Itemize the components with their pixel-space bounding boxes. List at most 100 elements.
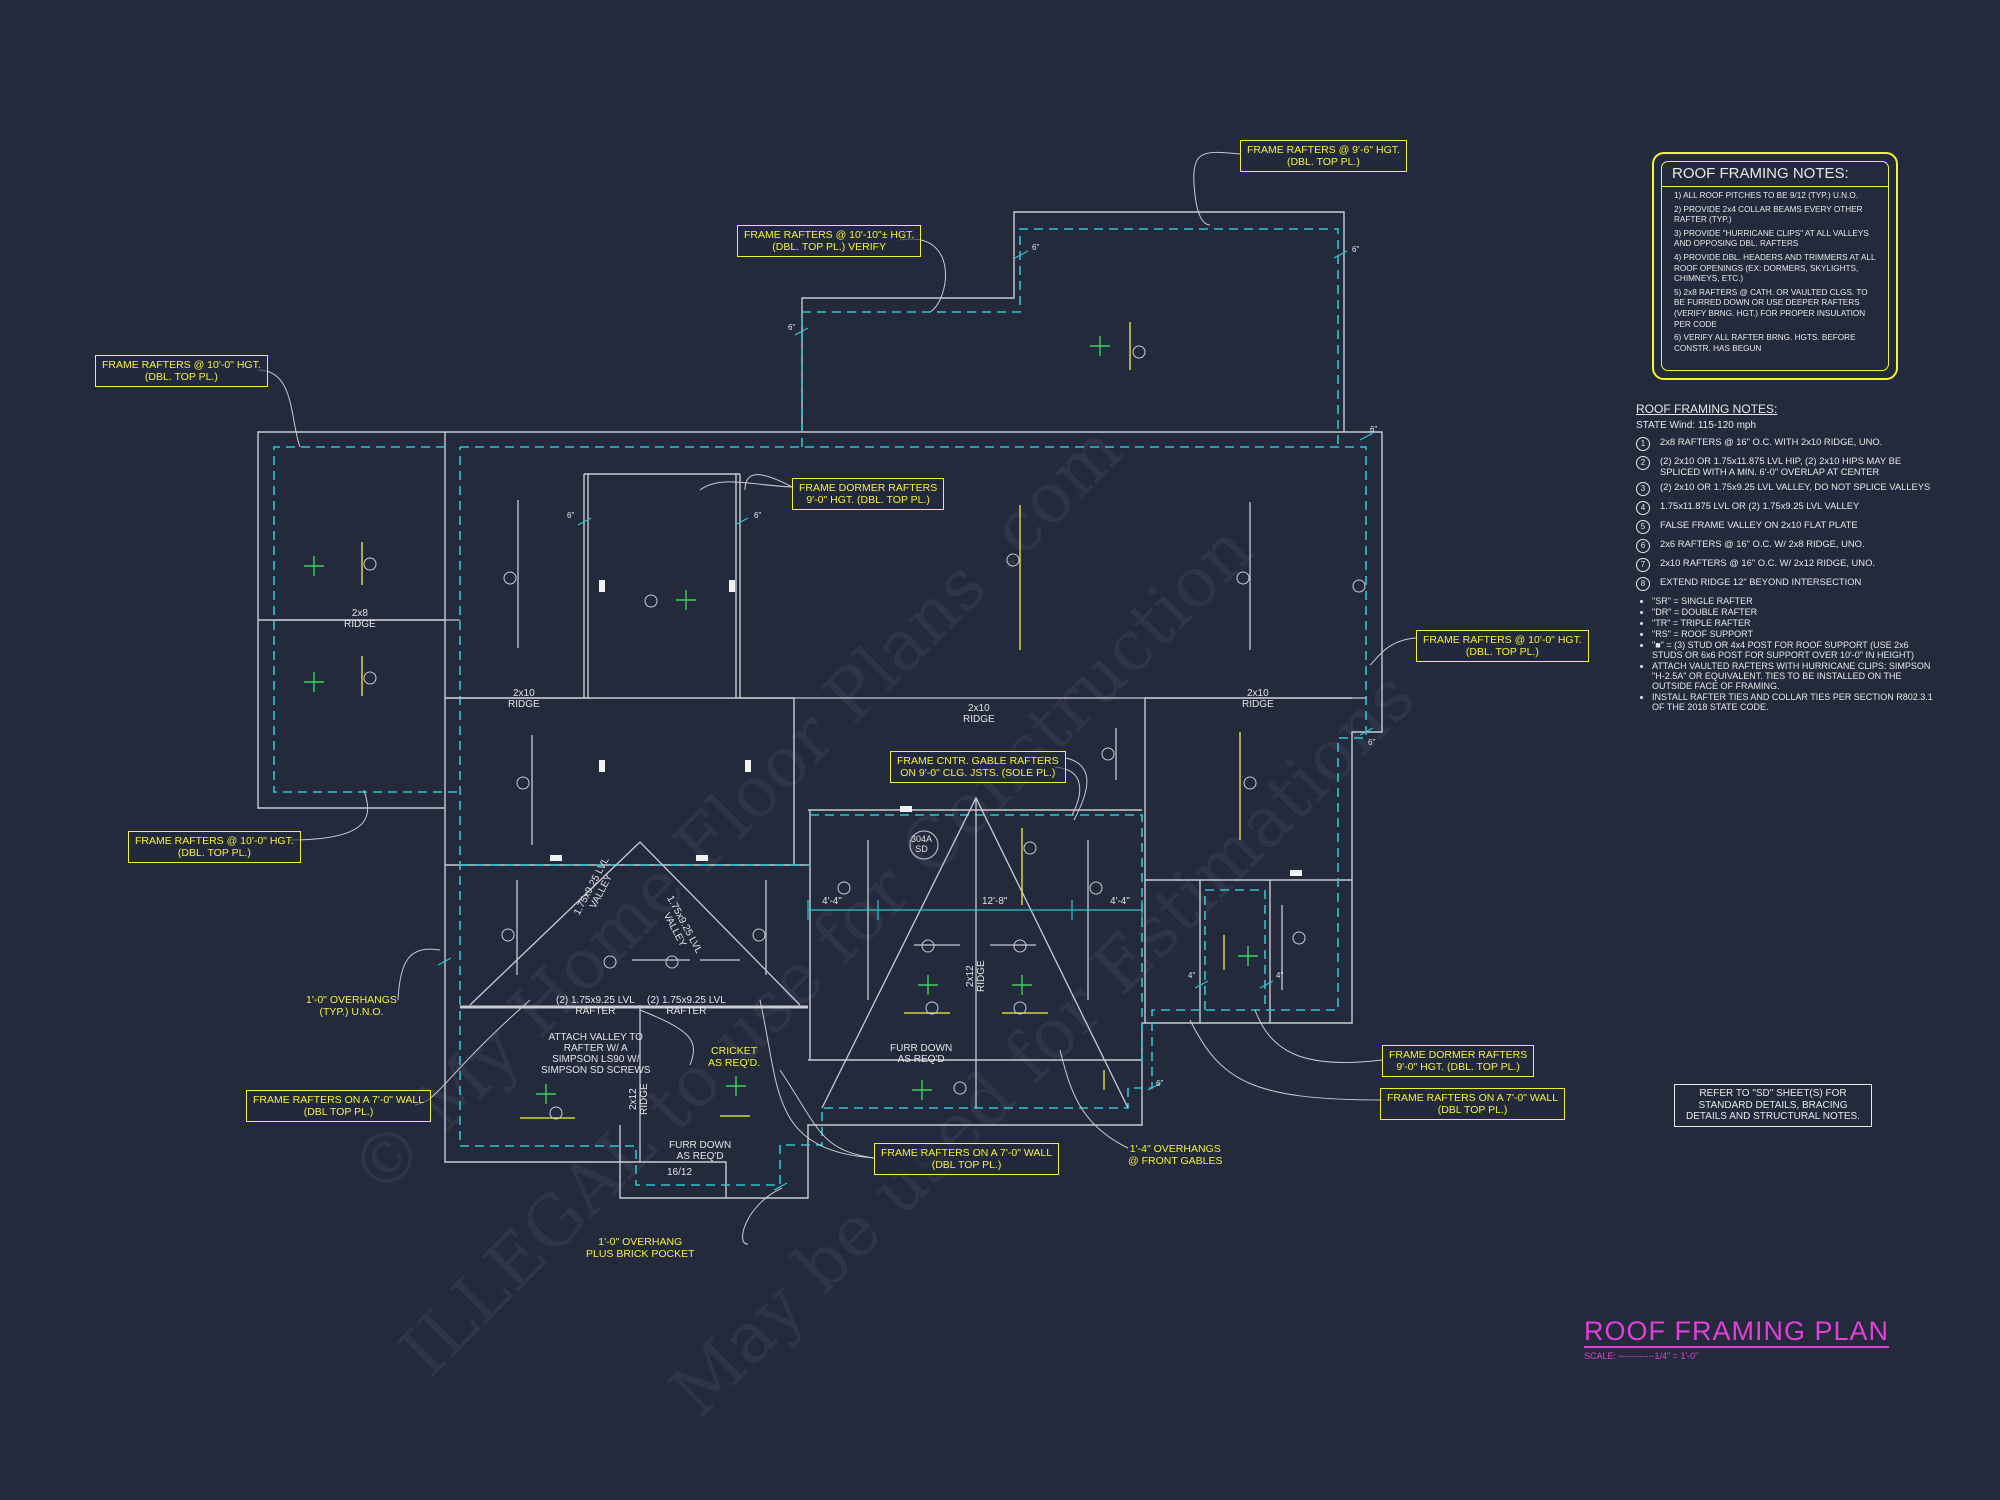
marker-17	[921, 939, 935, 953]
refer-line: REFER TO "SD" SHEET(S) FOR	[1699, 1088, 1847, 1099]
legend-number: 3	[1636, 482, 1650, 497]
tick-2	[1014, 250, 1029, 259]
tick-7	[734, 517, 749, 526]
post-4	[745, 760, 751, 772]
marker-20	[1013, 1001, 1027, 1015]
notes-box-item: 6) VERIFY ALL RAFTER BRNG. HGTS. BEFORE …	[1674, 333, 1856, 353]
callout-frame-7-wall-left: FRAME RAFTERS ON A 7'-0" WALL(DBL TOP PL…	[246, 1090, 432, 1122]
wall-bottom-bump	[619, 1125, 727, 1198]
marker-11	[501, 928, 515, 942]
post-5	[550, 855, 562, 861]
callout-frame-10-0-right: FRAME RAFTERS @ 10'-0" HGT.(DBL. TOP PL.…	[1416, 630, 1589, 662]
tick-9	[1147, 1082, 1162, 1091]
legend-text: (2) 2x10 OR 1.75x9.25 LVL VALLEY, DO NOT…	[1660, 481, 1931, 493]
callout-frame-10-10: FRAME RAFTERS @ 10'-10"± HGT.(DBL. TOP P…	[737, 225, 922, 257]
pitch-symbol-8	[1012, 975, 1032, 995]
marker-21	[1023, 841, 1037, 855]
notes-box-item: 3) PROVIDE "HURRICANE CLIPS" AT ALL VALL…	[1674, 228, 1869, 249]
legend-row: 3 (2) 2x10 OR 1.75x9.25 LVL VALLEY, DO NO…	[1636, 481, 1936, 497]
callout-frame-10-0-top-left: FRAME RAFTERS @ 10'-0" HGT.(DBL. TOP PL.…	[95, 355, 268, 387]
legend-number: 8	[1636, 577, 1650, 592]
marker-3	[1236, 571, 1250, 585]
pitch-symbol-1	[304, 556, 324, 576]
pitch-symbol-6	[726, 1076, 746, 1096]
legend-text: 2x6 RAFTERS @ 16" O.C. W/ 2x8 RIDGE, UNO…	[1660, 538, 1865, 550]
marker-1	[503, 571, 517, 585]
rafter-arrows	[361, 322, 1283, 1119]
wall-outlines	[257, 211, 1383, 1199]
legend-title: ROOF FRAMING NOTES:	[1636, 402, 1778, 416]
note-overhangs-front-gables: 1'-4" OVERHANGS@ FRONT GABLES	[1128, 1143, 1223, 1167]
dim-12-8-label: 12'-8"	[982, 896, 1008, 907]
marker-5	[1132, 345, 1146, 359]
legend-bullet: "SR" = SINGLE RAFTER	[1652, 596, 1936, 606]
callout-frame-10-0-left: FRAME RAFTERS @ 10'-0" HGT.(DBL. TOP PL.…	[128, 831, 301, 863]
six-inch-4: 6"	[1370, 425, 1377, 434]
dim-4-4-left-label: 4'-4"	[822, 896, 842, 907]
overhang-ticks	[437, 250, 1374, 1191]
leader-11	[1189, 1019, 1383, 1101]
roof-edge-gable	[810, 814, 1143, 1062]
legend-text: 1.75x11.875 LVL OR (2) 1.75x9.25 LVL VAL…	[1660, 500, 1860, 512]
notes-box-item: 1) ALL ROOF PITCHES TO BE 9/12 (TYP.) U.…	[1674, 191, 1858, 200]
title-block: ROOF FRAMING PLAN SCALE: ------------1/4…	[1584, 1316, 1904, 1361]
six-inch-3: 6"	[1352, 245, 1359, 254]
marker-10	[1101, 747, 1115, 761]
leader-7	[289, 789, 369, 841]
pitch-symbol-7	[918, 975, 938, 995]
post-2	[729, 580, 735, 592]
tick-1	[794, 327, 809, 336]
watermark: © My Home Floor Plans .com ILLEGAL to us…	[334, 408, 1431, 1432]
marker-25	[1352, 579, 1366, 593]
six-inch-1: 6"	[788, 323, 795, 332]
legend-bullet: "■" = (3) STUD OR 4x4 POST FOR ROOF SUPP…	[1652, 640, 1936, 660]
marker-23	[549, 1106, 563, 1120]
legend-bullet: INSTALL RAFTER TIES AND COLLAR TIES PER …	[1652, 692, 1936, 712]
legend-text: (2) 2x10 OR 1.75x11.875 LVL HIP, (2) 2x1…	[1660, 455, 1902, 477]
tick-10	[773, 1182, 788, 1191]
pitch-symbol-2	[304, 672, 324, 692]
roof-edge-right-box	[1204, 889, 1266, 1010]
notes-box-title: ROOF FRAMING NOTES:	[1662, 162, 1888, 187]
four-inch-2: 4"	[1276, 971, 1283, 980]
marker-6	[363, 557, 377, 571]
leader-10	[1254, 1009, 1383, 1064]
roof-edge-left	[273, 446, 460, 793]
tick-5	[1359, 727, 1374, 736]
legend-number: 5	[1636, 520, 1650, 535]
marker-12	[752, 928, 766, 942]
plan-title: ROOF FRAMING PLAN	[1584, 1316, 1890, 1348]
marker-7	[363, 671, 377, 685]
legend-row: 2(2) 2x10 OR 1.75x11.875 LVL HIP, (2) 2x…	[1636, 455, 1936, 477]
pitch-symbols	[304, 336, 1258, 1104]
valley-left	[469, 841, 801, 1006]
legend-number: 4	[1636, 501, 1650, 516]
notes-box-item: 4) PROVIDE DBL. HEADERS AND TRIMMERS AT …	[1674, 252, 1876, 284]
six-inch-8: 6"	[1368, 738, 1375, 747]
pitch-symbol-10	[912, 1080, 932, 1100]
marker-24	[953, 1081, 967, 1095]
legend-bullet: "TR" = TRIPLE RAFTER	[1652, 618, 1936, 628]
post-8	[1290, 870, 1302, 876]
notes-box-item: 2) PROVIDE 2x4 COLLAR BEAMS EVERY OTHER …	[1674, 204, 1863, 225]
note-overhangs-typ: 1'-0" OVERHANGS(TYP.) U.N.O.	[306, 994, 397, 1018]
marker-22	[1292, 931, 1306, 945]
callout-frame-7-wall-mid: FRAME RAFTERS ON A 7'-0" WALL(DBL TOP PL…	[874, 1143, 1060, 1175]
tick-3	[1333, 250, 1348, 259]
legend-number: 1	[1636, 437, 1650, 451]
leader-1	[1193, 151, 1241, 226]
leader-3	[257, 369, 301, 448]
legend-bullets: "SR" = SINGLE RAFTER "DR" = DOUBLE RAFTE…	[1636, 596, 1936, 712]
notes-box-item: 5) 2x8 RAFTERS @ CATH. OR VAULTED CLGS. …	[1674, 287, 1868, 329]
leader-9	[397, 948, 441, 1001]
